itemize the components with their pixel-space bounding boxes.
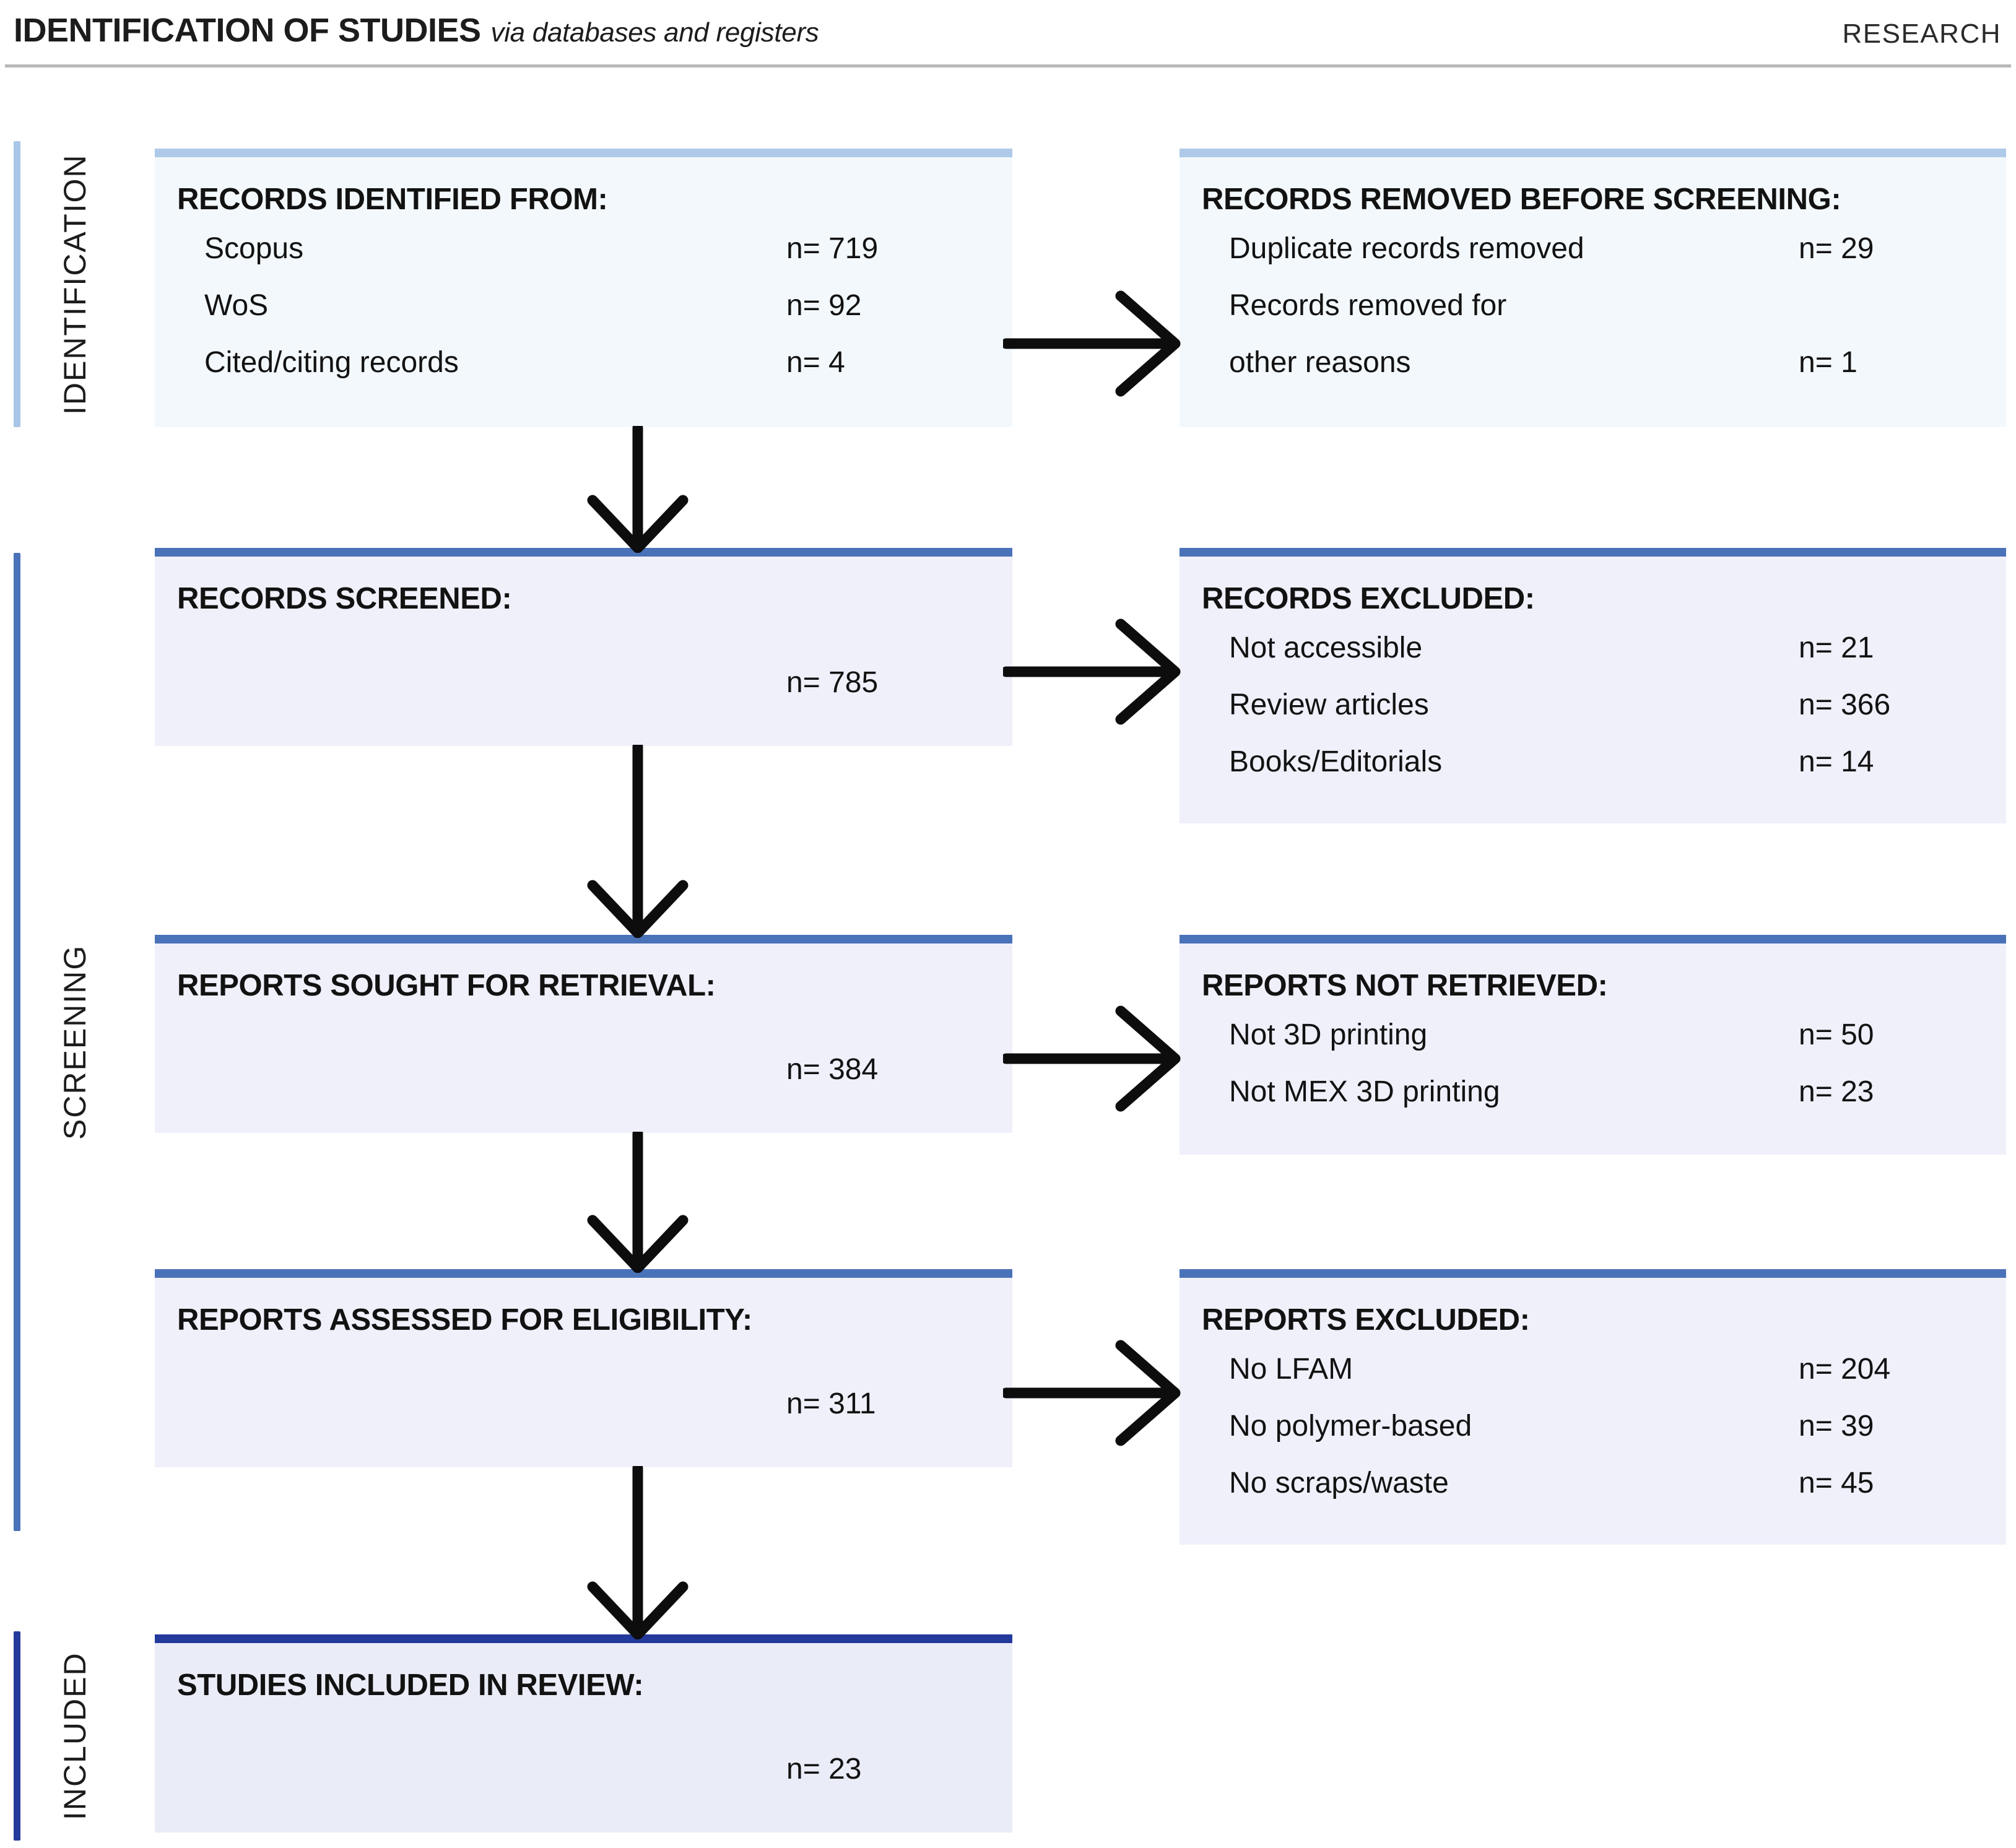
list-item: Not MEX 3D printing n= 23	[1202, 1077, 1984, 1134]
row-label: Review articles	[1229, 688, 1429, 721]
list-item: Not accessible n= 21	[1202, 633, 1984, 690]
box-reports-assessed: REPORTS ASSESSED FOR ELIGIBILITY: n= 311	[155, 1269, 1012, 1467]
box-records-excluded: RECORDS EXCLUDED: Not accessible n= 21 R…	[1180, 548, 2006, 823]
box-accent-bar	[1180, 548, 2006, 557]
box-title: RECORDS SCREENED:	[177, 582, 512, 615]
list-item: Duplicate records removed n= 29	[1202, 234, 1984, 291]
row-value: n= 23	[1799, 1075, 1874, 1108]
list-item: No LFAM n= 204	[1202, 1355, 1984, 1412]
box-total-value: n= 23	[786, 1753, 862, 1785]
header-title-group: IDENTIFICATION OF STUDIES via databases …	[14, 11, 819, 50]
row-value: n= 50	[1799, 1018, 1874, 1051]
arrow-identified-to-removed	[1003, 290, 1181, 397]
box-title: STUDIES INCLUDED IN REVIEW:	[177, 1668, 644, 1702]
box-rows: Not accessible n= 21 Review articles n= …	[1202, 633, 1984, 804]
arrow-assessed-to-included	[587, 1466, 689, 1639]
row-value: n= 719	[786, 232, 879, 265]
row-value: n= 92	[786, 289, 862, 322]
box-reports-sought: REPORTS SOUGHT FOR RETRIEVAL: n= 384	[155, 935, 1012, 1133]
row-value: n= 1	[1799, 346, 1857, 379]
box-rows: Duplicate records removed n= 29 Records …	[1202, 234, 1984, 405]
box-title: REPORTS ASSESSED FOR ELIGIBILITY:	[177, 1303, 752, 1337]
row-label: Books/Editorials	[1229, 745, 1443, 778]
list-item: Cited/citing records n= 4	[177, 348, 990, 405]
page-title: IDENTIFICATION OF STUDIES	[14, 12, 481, 49]
row-label: Records removed for	[1229, 289, 1507, 322]
list-item: No polymer-based n= 39	[1202, 1412, 1984, 1468]
arrow-screened-to-excluded	[1003, 618, 1181, 725]
row-label: No scraps/waste	[1229, 1467, 1449, 1499]
list-item: other reasons n= 1	[1202, 348, 1984, 405]
list-item: Scopus n= 719	[177, 234, 990, 291]
list-item: Review articles n= 366	[1202, 690, 1984, 747]
row-value: n= 204	[1799, 1353, 1891, 1386]
stage-label-identification: IDENTIFICATION	[58, 154, 92, 415]
row-value: n= 4	[786, 346, 845, 379]
page-header: IDENTIFICATION OF STUDIES via databases …	[0, 0, 2016, 69]
row-label: Cited/citing records	[204, 346, 459, 379]
row-label: Not accessible	[1229, 631, 1423, 664]
stage-label-included: INCLUDED	[58, 1652, 92, 1820]
row-value: n= 366	[1799, 688, 1891, 721]
box-title: REPORTS SOUGHT FOR RETRIEVAL:	[177, 969, 716, 1002]
row-label: Not 3D printing	[1229, 1018, 1428, 1051]
row-label: Scopus	[204, 232, 304, 265]
list-item: Not 3D printing n= 50	[1202, 1020, 1984, 1077]
rail-identification	[14, 141, 20, 427]
box-title: RECORDS REMOVED BEFORE SCREENING:	[1202, 183, 1841, 216]
list-item: WoS n= 92	[177, 291, 990, 348]
page-subtitle: via databases and registers	[490, 17, 819, 48]
box-accent-bar	[1180, 149, 2006, 157]
box-accent-bar	[1180, 1269, 2006, 1278]
box-accent-bar	[155, 548, 1012, 557]
list-item: Records removed for	[1202, 291, 1984, 348]
row-label: No LFAM	[1229, 1353, 1353, 1386]
box-title: REPORTS EXCLUDED:	[1202, 1303, 1530, 1337]
list-item: Books/Editorials n= 14	[1202, 747, 1984, 804]
stage-label-screening: SCREENING	[58, 944, 92, 1140]
box-reports-excluded: REPORTS EXCLUDED: No LFAM n= 204 No poly…	[1180, 1269, 2006, 1545]
arrow-sought-to-assessed	[587, 1132, 689, 1273]
box-title: RECORDS EXCLUDED:	[1202, 582, 1535, 615]
box-studies-included: STUDIES INCLUDED IN REVIEW: n= 23	[155, 1634, 1012, 1833]
arrow-assessed-to-excluded	[1003, 1340, 1181, 1446]
box-records-removed: RECORDS REMOVED BEFORE SCREENING: Duplic…	[1180, 149, 2006, 427]
rail-screening	[14, 553, 20, 1531]
row-label: other reasons	[1229, 346, 1411, 379]
row-label: Not MEX 3D printing	[1229, 1075, 1500, 1108]
row-label: No polymer-based	[1229, 1410, 1472, 1442]
box-total-value: n= 311	[786, 1387, 876, 1420]
header-section-label: RESEARCH	[1842, 19, 2001, 49]
box-accent-bar	[155, 1634, 1012, 1643]
arrow-sought-to-not-retrieved	[1003, 1005, 1181, 1112]
box-records-screened: RECORDS SCREENED: n= 785	[155, 548, 1012, 746]
list-item: No scraps/waste n= 45	[1202, 1468, 1984, 1525]
rail-included	[14, 1631, 20, 1841]
box-rows: No LFAM n= 204 No polymer-based n= 39 No…	[1202, 1355, 1984, 1525]
box-rows: Scopus n= 719 WoS n= 92 Cited/citing rec…	[177, 234, 990, 405]
arrow-identified-to-screened	[587, 426, 689, 553]
box-title: RECORDS IDENTIFIED FROM:	[177, 183, 608, 216]
arrow-screened-to-sought	[587, 745, 689, 938]
box-rows: Not 3D printing n= 50 Not MEX 3D printin…	[1202, 1020, 1984, 1134]
row-label: Duplicate records removed	[1229, 232, 1584, 265]
row-value: n= 14	[1799, 745, 1874, 778]
box-accent-bar	[155, 149, 1012, 157]
row-value: n= 21	[1799, 631, 1874, 664]
box-accent-bar	[155, 935, 1012, 944]
box-reports-not-retrieved: REPORTS NOT RETRIEVED: Not 3D printing n…	[1180, 935, 2006, 1155]
box-title: REPORTS NOT RETRIEVED:	[1202, 969, 1608, 1002]
row-label: WoS	[204, 289, 269, 322]
box-total-value: n= 785	[786, 666, 879, 699]
box-total-value: n= 384	[786, 1053, 879, 1086]
box-accent-bar	[155, 1269, 1012, 1278]
row-value: n= 29	[1799, 232, 1874, 265]
box-records-identified: RECORDS IDENTIFIED FROM: Scopus n= 719 W…	[155, 149, 1012, 427]
box-accent-bar	[1180, 935, 2006, 944]
row-value: n= 39	[1799, 1410, 1874, 1442]
header-divider	[5, 64, 2011, 67]
row-value: n= 45	[1799, 1467, 1874, 1499]
